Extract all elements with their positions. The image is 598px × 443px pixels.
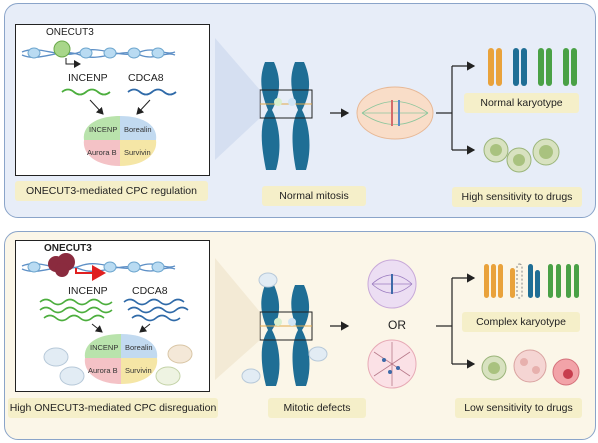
bottom-drug-caption: Low sensitivity to drugs [455,398,582,418]
top-mitosis-caption: Normal mitosis [262,186,366,206]
top-cpc-borealin: Borealin [124,125,152,134]
top-cpc-incenp: INCENP [89,125,118,134]
top-cpc-survivin: Survivin [124,148,151,157]
bottom-cpc-borealin: Borealin [125,343,153,352]
bottom-transcription-arrow [75,265,106,281]
top-onecut3-protein [53,40,71,58]
or-label: OR [388,318,406,332]
top-drug-caption: High sensitivity to drugs [452,187,582,207]
top-drug-cells [483,137,560,173]
bottom-cdca8-mrna [123,298,189,322]
top-gene-label: ONECUT3 [46,27,94,38]
bottom-gene-label: ONECUT3 [44,243,92,254]
top-cpc-aurora: Aurora B [87,148,117,157]
top-incenp-label: INCENP [68,72,108,84]
top-karyotype-caption: Normal karyotype [464,93,579,113]
top-mitotic-cell [356,86,434,140]
bottom-karyotype-caption: Complex karyotype [462,312,580,332]
bottom-zoom-wedge [215,258,260,380]
top-normal-karyotype [488,48,577,86]
bottom-incenp-mrna [39,298,113,322]
bottom-onecut3-protein [48,253,75,277]
top-cpc-complex [83,116,157,166]
bottom-cdca8-label: CDCA8 [132,285,168,297]
bottom-cpc-survivin: Survivin [125,366,152,375]
bottom-multipolar-cell [367,259,417,309]
bottom-cpc-incenp: INCENP [90,343,119,352]
bottom-dna-strand [21,261,176,273]
bottom-incenp-label: INCENP [68,285,108,297]
bottom-drug-cells [481,349,580,386]
bottom-chromosome [241,272,328,386]
top-zoom-wedge [215,38,260,160]
bottom-complex-karyotype [484,263,579,299]
bottom-mitosis-caption: Mitotic defects [268,398,366,418]
top-incenp-mrna [61,88,111,96]
top-transcription-arrow [65,58,81,68]
top-cdca8-mrna [127,88,177,96]
bottom-aberrant-cell [367,339,417,389]
bottom-cpc-aurora: Aurora B [88,366,118,375]
top-dna-strand [21,47,176,59]
bottom-cpc-complex [84,334,158,384]
top-cdca8-label: CDCA8 [128,72,164,84]
top-inset-caption: ONECUT3-mediated CPC regulation [15,181,208,201]
bottom-free-cpc-complexes [43,344,193,386]
bottom-inset-caption: High ONECUT3-mediated CPC disreguation [8,398,218,418]
top-chromosome [259,62,313,170]
